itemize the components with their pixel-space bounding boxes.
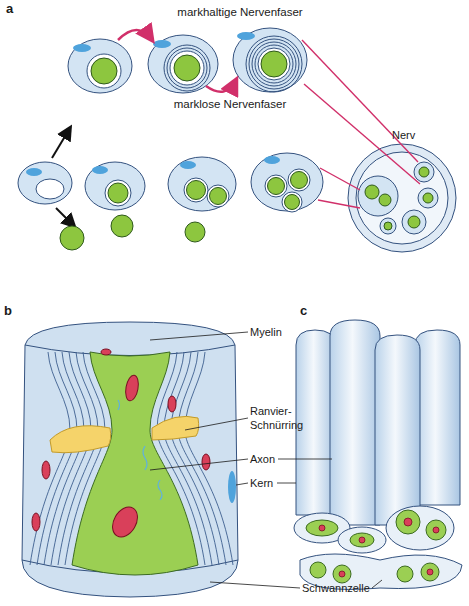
row-heading: markhaltige Nervenfaser bbox=[177, 5, 302, 19]
part-label: Kern bbox=[250, 476, 273, 490]
panel-letter: a bbox=[6, 2, 13, 16]
part-label: Myelin bbox=[250, 325, 282, 339]
row-heading: marklose Nervenfaser bbox=[174, 97, 286, 111]
part-label: Ranvier-Schnürring bbox=[250, 404, 316, 432]
part-label: Schwannzelle bbox=[302, 581, 370, 595]
panel-letter: c bbox=[300, 304, 307, 318]
part-label: Axon bbox=[250, 452, 275, 466]
part-label: Nerv bbox=[392, 128, 415, 142]
panel-letter: b bbox=[4, 304, 12, 318]
